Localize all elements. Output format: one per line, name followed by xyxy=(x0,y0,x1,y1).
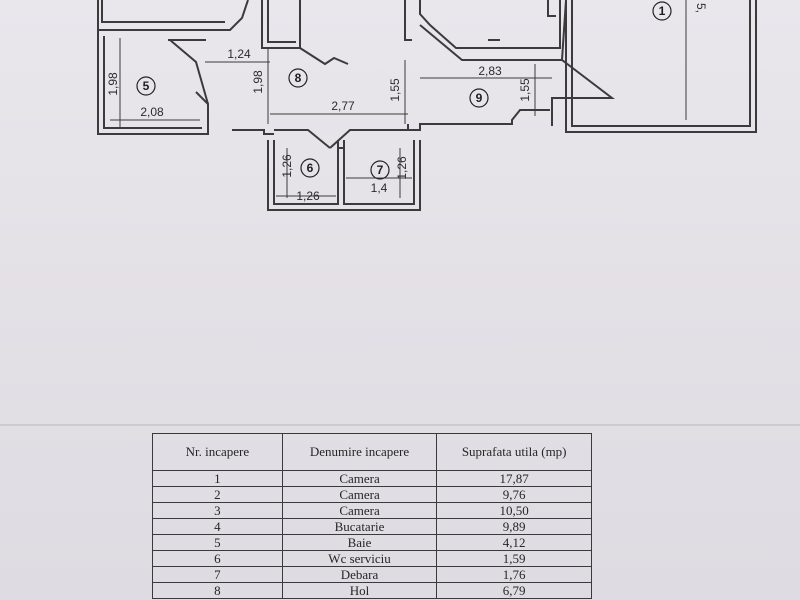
cell-room-name: Camera xyxy=(281,470,438,487)
dimension-label: 1,26 xyxy=(395,156,409,180)
cell-room-name: Baie xyxy=(281,534,438,551)
cell-area: 17,87 xyxy=(436,470,592,487)
room-number: 7 xyxy=(377,163,384,177)
dimension-lines xyxy=(110,0,687,198)
cell-room-name: Hol xyxy=(281,582,438,599)
room-number: 8 xyxy=(295,71,302,85)
dimension-label: 1,98 xyxy=(106,72,120,96)
table-row: 1 Camera 17,87 xyxy=(152,470,592,487)
plan-walls xyxy=(97,0,757,211)
room-number: 5 xyxy=(143,79,150,93)
dimension-label: 1,55 xyxy=(388,78,402,102)
dimension-label: 1,24 xyxy=(227,47,251,61)
room-area-table: Nr. incapere Denumire incapere Suprafata… xyxy=(152,433,592,599)
cell-room-number: 4 xyxy=(152,518,283,535)
dimension-label: 1,55 xyxy=(518,78,532,102)
dimension-label: 2,77 xyxy=(331,99,355,113)
table-row: 7 Debara 1,76 xyxy=(152,566,592,583)
room-number: 6 xyxy=(307,161,314,175)
cell-room-name: Camera xyxy=(281,502,438,519)
cell-room-name: Bucatarie xyxy=(281,518,438,535)
table-row: 3 Camera 10,50 xyxy=(152,502,592,519)
room-marker-8 xyxy=(288,68,308,88)
cell-room-number: 5 xyxy=(152,534,283,551)
cell-room-name: Camera xyxy=(281,486,438,503)
table-row: 5 Baie 4,12 xyxy=(152,534,592,551)
cell-area: 1,76 xyxy=(436,566,592,583)
cell-room-number: 6 xyxy=(152,550,283,567)
table-row: 4 Bucatarie 9,89 xyxy=(152,518,592,535)
table-row: 2 Camera 9,76 xyxy=(152,486,592,503)
cell-room-number: 3 xyxy=(152,502,283,519)
room-number: 9 xyxy=(476,91,483,105)
room-marker-9 xyxy=(469,88,489,108)
cell-area: 1,59 xyxy=(436,550,592,567)
room-number: 1 xyxy=(659,4,666,18)
cell-room-name: Debara xyxy=(281,566,438,583)
cell-area: 9,76 xyxy=(436,486,592,503)
cell-area: 4,12 xyxy=(436,534,592,551)
paper-fold-line xyxy=(0,424,800,426)
room-marker-5 xyxy=(136,76,156,96)
dimension-label: 1,26 xyxy=(280,154,294,178)
header-usable-area: Suprafata utila (mp) xyxy=(436,433,592,471)
header-room-number: Nr. incapere xyxy=(152,433,283,471)
table-row: 8 Hol 6,79 xyxy=(152,582,592,599)
cell-area: 10,50 xyxy=(436,502,592,519)
floor-plan: 1 5 6 7 8 9 1,24 1,98 2,08 1,98 2,77 1,5… xyxy=(97,0,757,211)
dimension-label: 1,26 xyxy=(296,189,320,203)
cell-room-number: 1 xyxy=(152,470,283,487)
table-header-row: Nr. incapere Denumire incapere Suprafata… xyxy=(152,433,592,471)
room-marker-7 xyxy=(370,160,390,180)
room-marker-1 xyxy=(652,1,672,21)
dimension-label: 1,4 xyxy=(371,181,388,195)
dimension-labels: 1,24 1,98 2,08 1,98 2,77 1,55 2,83 1,55 … xyxy=(106,3,708,203)
dimension-label: 1,98 xyxy=(251,70,265,94)
cell-room-number: 8 xyxy=(152,582,283,599)
cell-room-name: Wc serviciu xyxy=(281,550,438,567)
dimension-label: 5, xyxy=(694,3,708,13)
dimension-label: 2,83 xyxy=(478,64,502,78)
cell-room-number: 2 xyxy=(152,486,283,503)
cell-area: 9,89 xyxy=(436,518,592,535)
table-row: 6 Wc serviciu 1,59 xyxy=(152,550,592,567)
header-room-name: Denumire incapere xyxy=(281,433,438,471)
dimension-label: 2,08 xyxy=(140,105,164,119)
cell-room-number: 7 xyxy=(152,566,283,583)
room-markers: 1 5 6 7 8 9 xyxy=(136,1,672,180)
cell-area: 6,79 xyxy=(436,582,592,599)
room-marker-6 xyxy=(300,158,320,178)
